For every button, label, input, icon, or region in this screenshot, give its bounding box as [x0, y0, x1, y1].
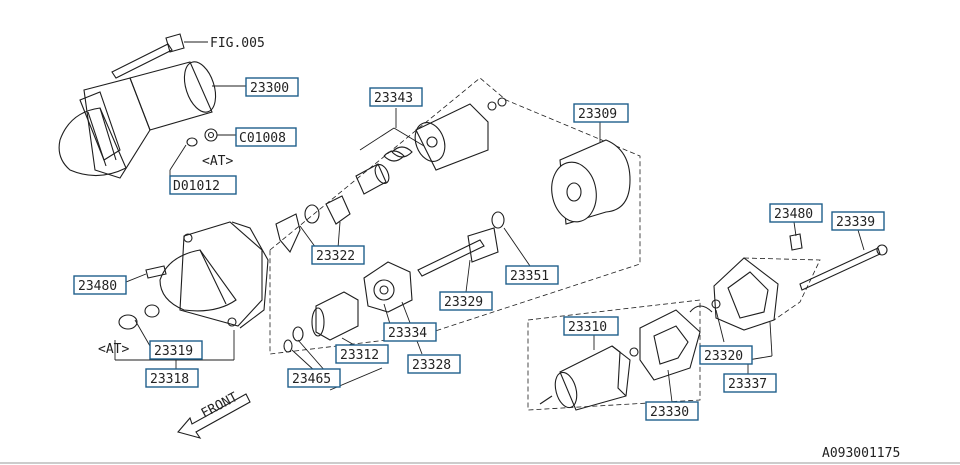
- svg-text:23334: 23334: [388, 326, 427, 341]
- callout-23328: 23328: [407, 354, 461, 374]
- callout-23480-right: 23480: [769, 203, 823, 223]
- svg-text:23330: 23330: [650, 405, 689, 420]
- figure-code-label: A093001175: [822, 446, 900, 461]
- assembly-boundary-armature: [527, 299, 701, 411]
- svg-text:23300: 23300: [250, 81, 289, 96]
- solenoid-drawing: [355, 97, 507, 195]
- callout-23351: 23351: [505, 265, 559, 285]
- front-label: FRONT: [199, 390, 241, 422]
- shaft-drawing: [283, 211, 531, 391]
- svg-text:23480: 23480: [774, 207, 813, 222]
- at-label-lower: <AT>: [98, 342, 129, 357]
- armature-drawing: [539, 334, 639, 411]
- svg-text:23319: 23319: [154, 344, 193, 359]
- callout-23465: 23465: [287, 368, 341, 388]
- callout-23300: 23300: [245, 77, 299, 97]
- svg-text:23309: 23309: [578, 107, 617, 122]
- callout-c01008: C01008: [235, 127, 297, 147]
- yoke-drawing: [551, 122, 631, 225]
- callout-23334: 23334: [383, 322, 437, 342]
- callout-23309: 23309: [573, 103, 629, 123]
- svg-text:23480: 23480: [78, 279, 117, 294]
- at-label-upper: <AT>: [202, 154, 233, 169]
- callout-23337: 23337: [723, 373, 777, 393]
- svg-text:D01012: D01012: [173, 179, 220, 194]
- callout-d01012: D01012: [169, 175, 237, 195]
- svg-text:23339: 23339: [836, 215, 875, 230]
- drive-housing-drawing: [114, 221, 269, 370]
- callout-23312: 23312: [335, 344, 389, 364]
- svg-text:23318: 23318: [150, 372, 189, 387]
- callout-23318: 23318: [145, 368, 199, 388]
- brush-holder-drawing: [639, 305, 713, 403]
- svg-text:C01008: C01008: [239, 131, 286, 146]
- svg-text:23465: 23465: [292, 372, 331, 387]
- svg-text:23329: 23329: [444, 295, 483, 310]
- svg-text:23351: 23351: [510, 269, 549, 284]
- svg-text:23337: 23337: [728, 377, 767, 392]
- through-bolt-drawing: [789, 221, 888, 291]
- svg-text:23328: 23328: [412, 358, 451, 373]
- callout-23329: 23329: [439, 291, 493, 311]
- callout-23320: 23320: [699, 345, 753, 365]
- callout-23310: 23310: [563, 316, 619, 336]
- starter-assembly-drawing: [58, 33, 246, 183]
- svg-text:23310: 23310: [568, 320, 607, 335]
- callout-23322: 23322: [311, 245, 365, 265]
- svg-text:23320: 23320: [704, 349, 743, 364]
- callout-23480-left: 23480: [73, 275, 127, 295]
- assembly-boundary-main: [269, 77, 641, 355]
- svg-text:23312: 23312: [340, 348, 379, 363]
- svg-text:23343: 23343: [374, 91, 413, 106]
- callout-23343: 23343: [369, 87, 423, 107]
- fig-reference-label: FIG.005: [210, 36, 265, 51]
- callout-23339: 23339: [831, 211, 885, 231]
- front-arrow-icon: [177, 393, 251, 439]
- lever-drawing: [275, 195, 351, 254]
- callout-23330: 23330: [645, 401, 699, 421]
- svg-text:23322: 23322: [316, 249, 355, 264]
- callout-23319: 23319: [149, 340, 203, 360]
